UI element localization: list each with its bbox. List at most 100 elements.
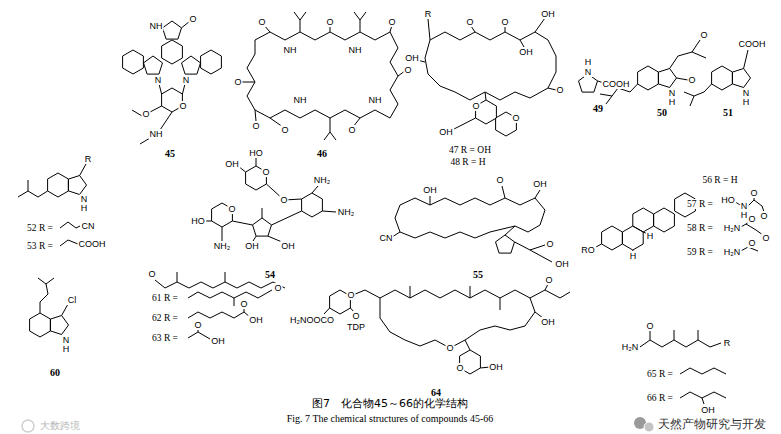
structure-46-part — [247, 32, 398, 118]
atom-label: O — [178, 101, 187, 111]
structure-45-part — [201, 50, 222, 74]
bond-lines — [18, 12, 764, 404]
atom-label: H — [742, 97, 751, 107]
structure-60-part — [38, 278, 46, 284]
atom-label: OH — [244, 241, 260, 251]
structure-60-part — [62, 304, 68, 316]
r-group-label: 47 R = OH — [448, 145, 492, 155]
structure-46-part — [354, 12, 360, 32]
atom-label: OH — [532, 179, 548, 189]
structure-60-part — [30, 313, 51, 337]
watermark-icons-part — [22, 420, 34, 432]
atom-label: OH — [540, 317, 556, 327]
compound-number: 60 — [50, 367, 60, 378]
atom-label: NH₂ — [313, 175, 332, 185]
atom-label: H — [80, 203, 89, 213]
structure-47-48-part — [520, 40, 524, 47]
atom-label: Cl — [67, 295, 78, 305]
atom-label: O — [645, 321, 654, 331]
atom-label: O — [251, 121, 260, 131]
structure-55 — [392, 186, 552, 262]
atom-label: O — [280, 125, 289, 135]
structure-51-part — [744, 50, 748, 69]
structure-64-part — [410, 286, 411, 298]
structure-56-59 — [594, 193, 764, 252]
structure-47-48-part — [428, 19, 430, 40]
atom-label: COOH — [78, 239, 107, 249]
structure-50 — [600, 40, 706, 104]
structure-65-66-part — [702, 398, 704, 404]
structure-46 — [242, 12, 405, 140]
atom-label: H₂N — [621, 342, 640, 352]
compound-number: 64 — [431, 387, 441, 398]
structure-52-53-part — [48, 173, 69, 197]
atom-label: O — [347, 125, 356, 135]
compound-number: 50 — [657, 107, 667, 118]
structure-45-part — [150, 106, 162, 112]
atom-label: TDP — [346, 322, 366, 332]
atom-label: OH — [404, 53, 420, 63]
compound-number: 45 — [165, 148, 175, 159]
structure-54-part — [302, 193, 323, 217]
r-group-label: 52 R = — [26, 223, 54, 233]
atom-label: O — [699, 30, 708, 40]
atom-label: H₂N — [723, 223, 742, 233]
structure-51-part — [684, 92, 694, 96]
atom-label: O — [495, 175, 504, 185]
structure-54-part — [262, 208, 263, 218]
structure-65-66-part — [680, 368, 726, 374]
atom-label: O — [500, 17, 509, 27]
atom-label: N — [154, 75, 163, 85]
atom-label: O — [747, 238, 756, 248]
structure-51-part — [732, 69, 750, 88]
structure-46-part — [330, 132, 336, 140]
atom-label: O — [227, 204, 236, 214]
atom-label: O — [257, 17, 266, 27]
compound-number: 54 — [265, 269, 275, 280]
atom-label: O — [545, 239, 554, 249]
structure-64-part — [324, 308, 330, 314]
structure-65-66-part — [674, 330, 675, 340]
atom-label: O — [351, 311, 360, 321]
compound-number: 55 — [473, 269, 483, 280]
structure-65-66 — [640, 330, 726, 404]
structure-64-part — [380, 290, 535, 348]
atom-label: COOH — [738, 39, 767, 49]
structure-55-part — [395, 198, 545, 238]
atom-label: CN — [379, 233, 394, 243]
structure-64-part — [500, 298, 501, 310]
structure-60-part — [40, 278, 54, 313]
structure-56-59-part — [622, 226, 643, 250]
structure-61-63-part — [155, 280, 285, 288]
atom-label: NH — [149, 129, 164, 139]
structure-54-part — [312, 186, 318, 193]
structure-51-part — [690, 84, 712, 106]
structure-55-part — [496, 235, 515, 253]
structure-64-part — [465, 340, 470, 350]
structure-46-part — [255, 110, 256, 121]
structure-45-part — [163, 21, 182, 39]
structure-46-part — [294, 12, 300, 32]
atom-label: OH — [422, 185, 438, 195]
atom-label: O — [465, 17, 474, 27]
structure-55-part — [505, 226, 515, 235]
structure-50-part — [600, 94, 612, 96]
structure-46-part — [242, 82, 255, 83]
atom-label: OH — [518, 47, 534, 57]
atom-label: NH — [293, 95, 308, 105]
atom-label: O — [747, 214, 756, 224]
atom-label: O — [239, 299, 248, 309]
r-group-label: 53 R = — [26, 241, 54, 251]
structure-54-part — [272, 211, 302, 225]
structure-54 — [205, 158, 336, 242]
atom-label: H — [646, 231, 655, 241]
atom-label: OH — [438, 127, 454, 137]
structure-56-59-part — [633, 208, 654, 232]
atom-label: HO — [720, 195, 736, 205]
atom-label: N — [584, 67, 593, 77]
atom-label: NH — [348, 45, 363, 55]
structure-52-53-part — [60, 222, 80, 228]
structure-54-part — [205, 221, 212, 222]
compound-number: 51 — [723, 107, 733, 118]
structure-52-53-part — [28, 180, 29, 191]
